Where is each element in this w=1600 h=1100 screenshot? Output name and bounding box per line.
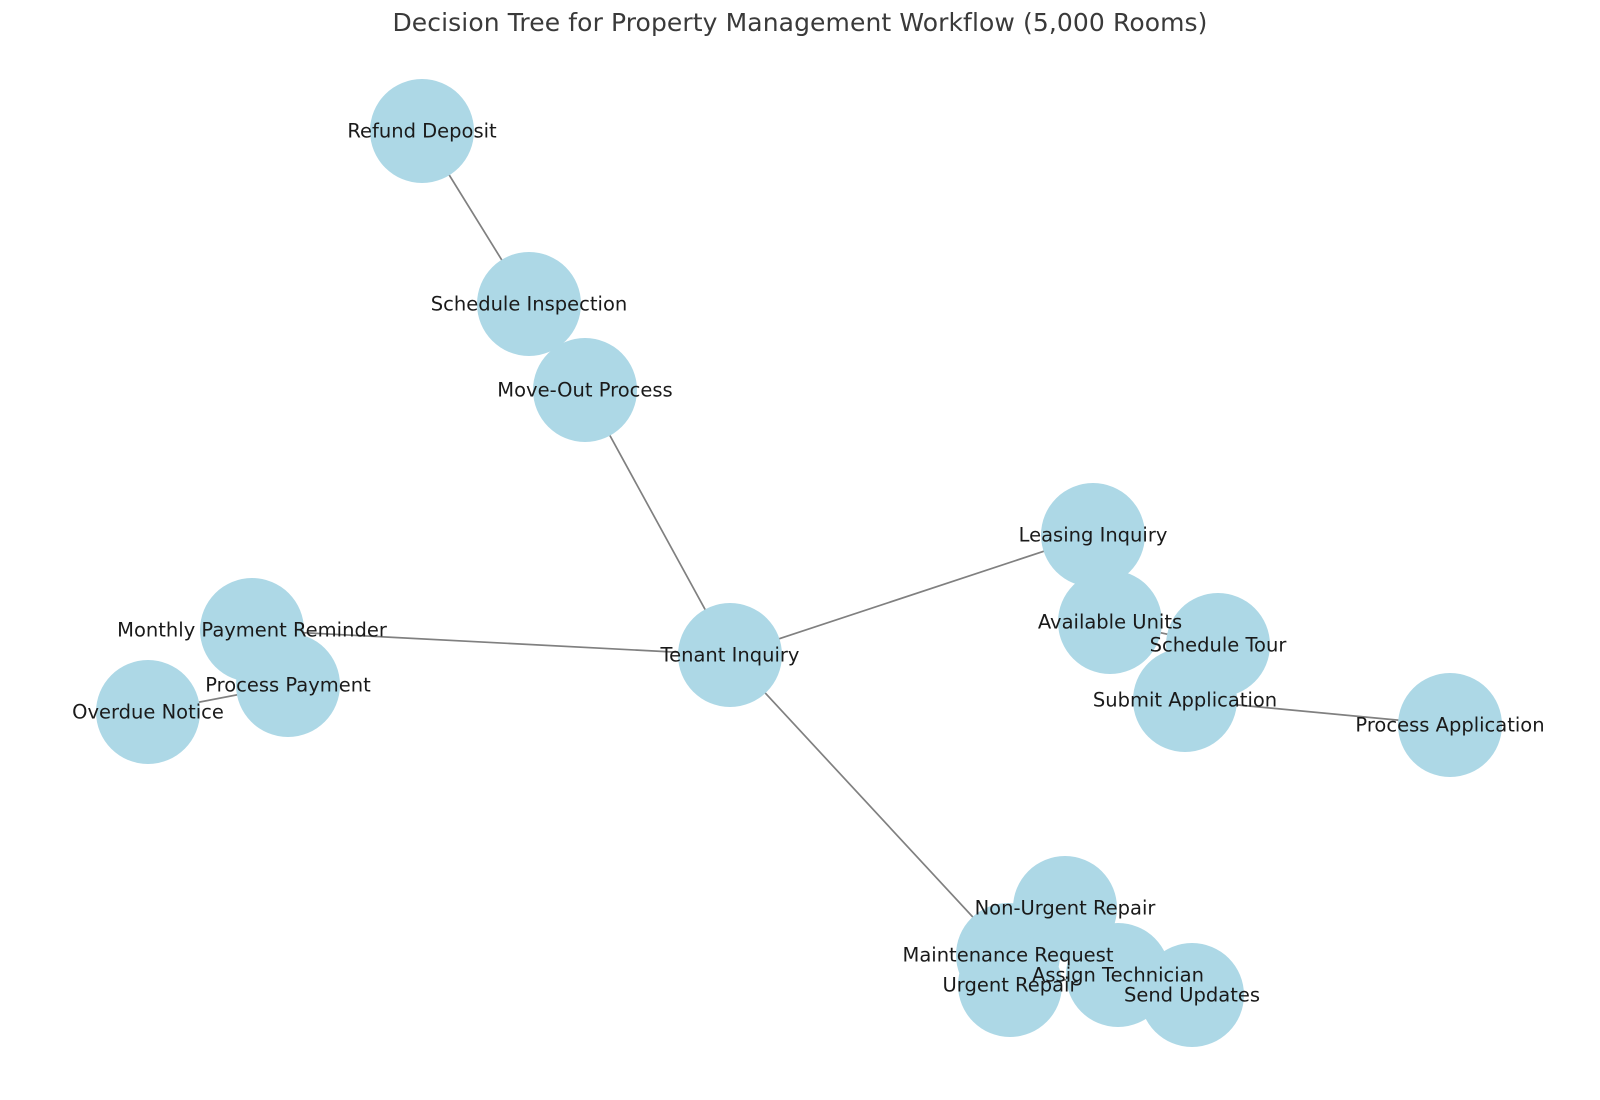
graph-node-overdue-notice[interactable] [96, 660, 200, 764]
graph-edge [251, 629, 731, 656]
graph-node-tenant-inquiry[interactable] [678, 603, 782, 707]
graph-node-process-payment[interactable] [236, 633, 340, 737]
graph-edge [729, 534, 1094, 656]
nodes-layer [96, 79, 1502, 1047]
graph-edge [729, 654, 1009, 956]
graph-node-submit-application[interactable] [1133, 648, 1237, 752]
edges-layer [147, 130, 1451, 996]
graph-node-process-application[interactable] [1398, 673, 1502, 777]
page-title: Decision Tree for Property Management Wo… [392, 8, 1208, 37]
graph-node-move-out-process[interactable] [533, 338, 637, 442]
graph-node-available-units[interactable] [1058, 570, 1162, 674]
graph-node-urgent-repair[interactable] [958, 933, 1062, 1037]
graph-node-leasing-inquiry[interactable] [1041, 483, 1145, 587]
graph-node-send-updates[interactable] [1140, 943, 1244, 1047]
graph-node-schedule-inspection[interactable] [477, 252, 581, 356]
graph-node-refund-deposit[interactable] [370, 79, 474, 183]
